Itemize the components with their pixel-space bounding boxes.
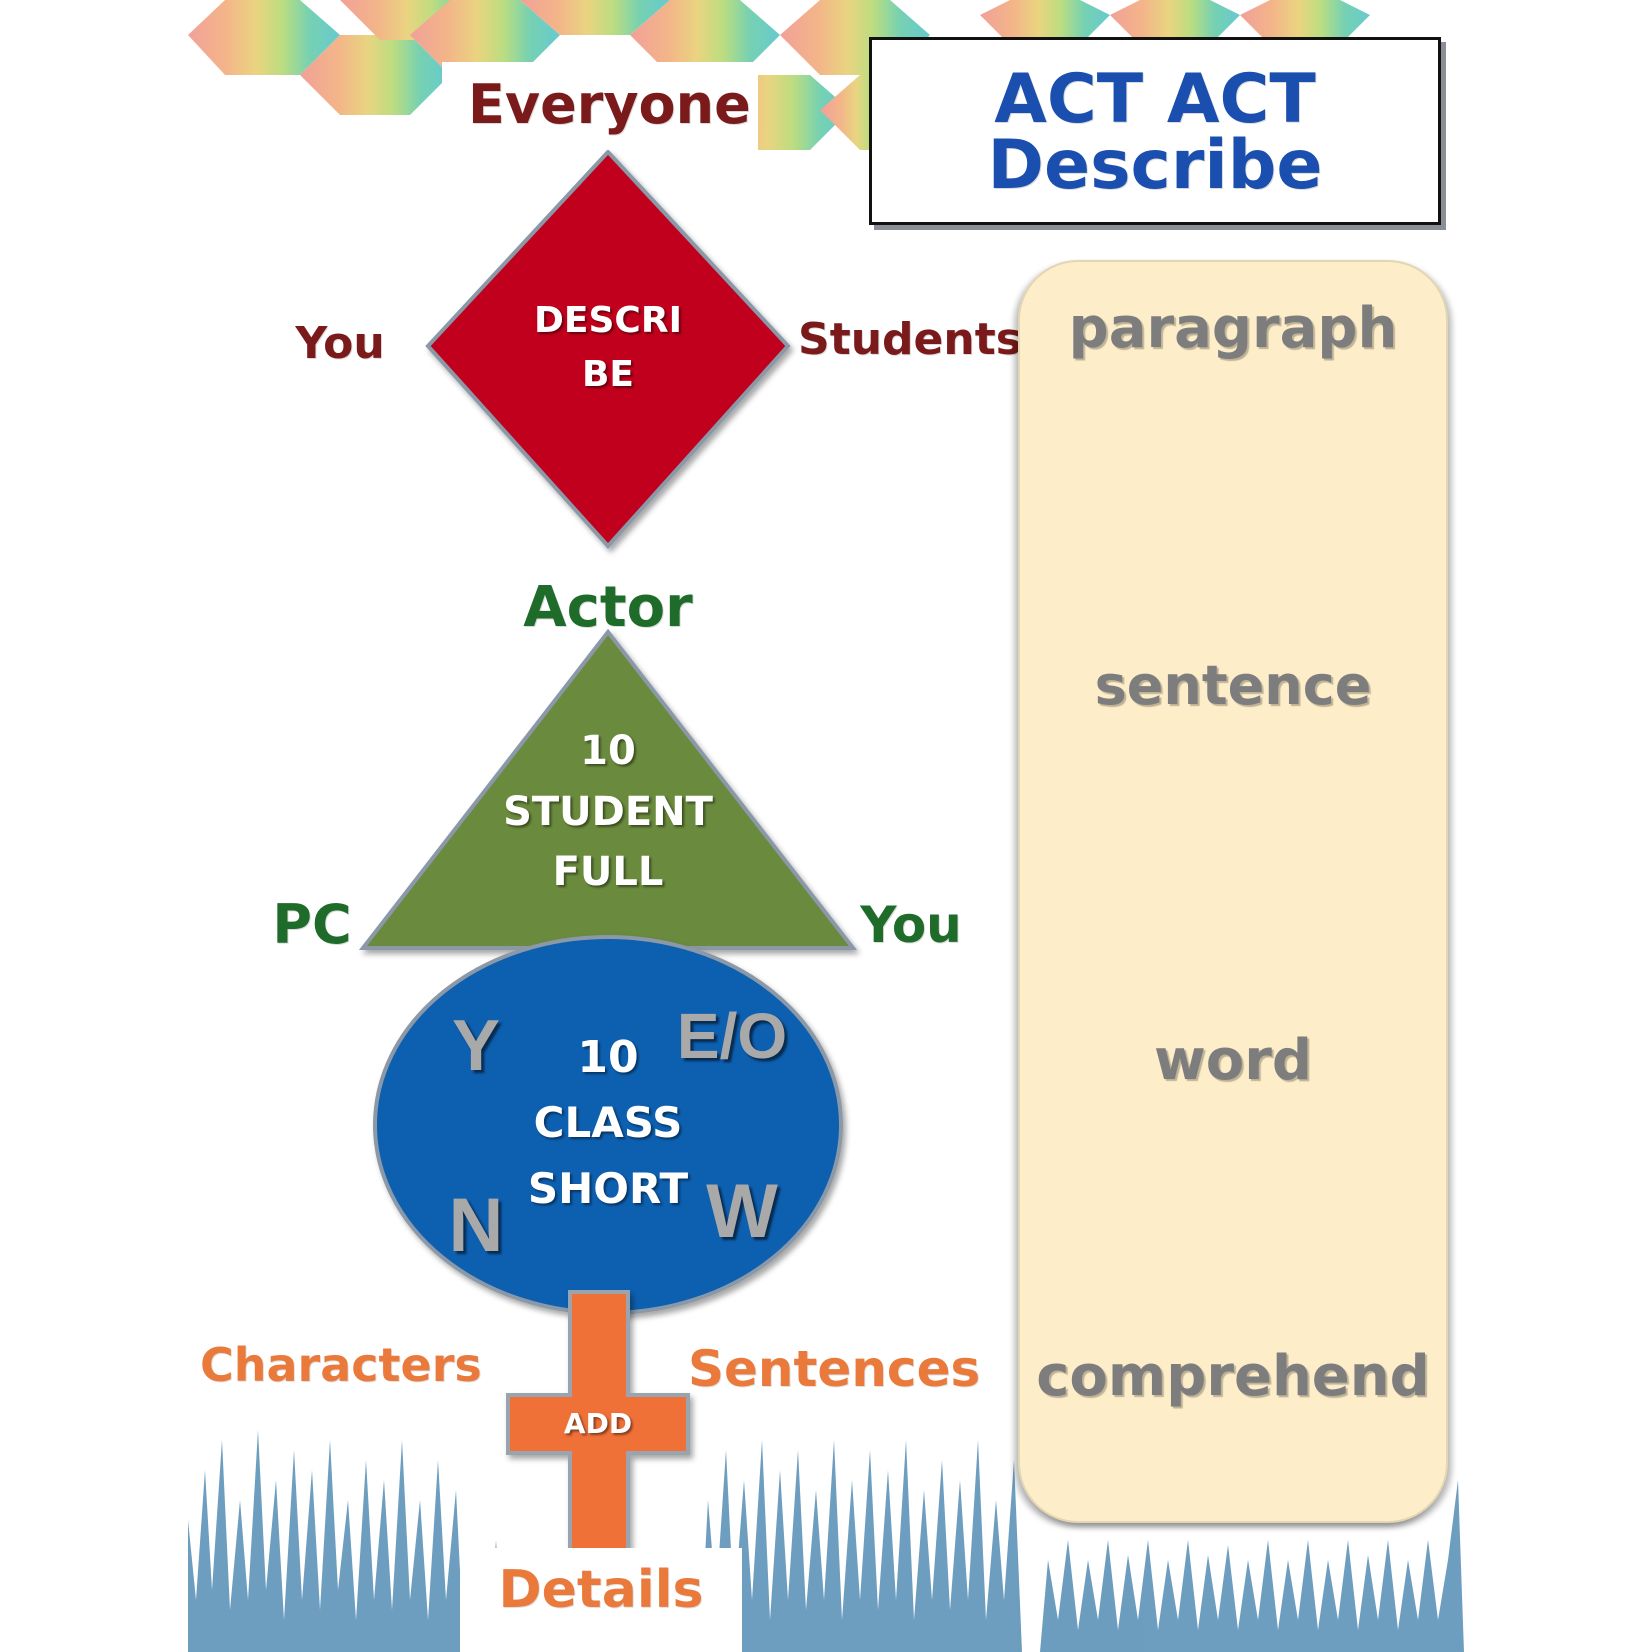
diamond-text-line-2: BE <box>581 354 635 395</box>
sentences-label: Sentences <box>688 1340 981 1398</box>
circle-text-line-2: CLASS <box>533 1098 683 1147</box>
everyone-label: Everyone <box>468 73 751 136</box>
grass-decoration <box>188 1430 1464 1652</box>
actor-label: Actor <box>523 575 693 640</box>
describe-diamond <box>425 149 791 549</box>
title-line-2: Describe <box>987 126 1323 205</box>
circle-text-line-1: 10 <box>577 1032 639 1083</box>
vocabulary-panel: paragraph sentence word comprehend <box>1018 260 1448 1523</box>
add-label: ADD <box>563 1407 633 1440</box>
circle-letter-n: N <box>448 1183 504 1268</box>
everyone-label-backing <box>442 62 758 150</box>
diamond-text-line-1: DESCRI <box>534 300 682 341</box>
triangle-text-line-1: 10 <box>580 728 636 774</box>
pc-label: PC <box>272 893 352 956</box>
panel-word-word: word <box>1154 1028 1312 1093</box>
panel-word-comprehend: comprehend <box>1036 1344 1430 1409</box>
circle-letter-eo: E/O <box>676 1000 788 1072</box>
panel-word-paragraph: paragraph <box>1068 296 1398 361</box>
you-label-right: You <box>860 896 962 954</box>
title-line-1: ACT ACT <box>994 60 1316 139</box>
you-label-left: You <box>295 318 385 369</box>
triangle-text-line-3: FULL <box>552 849 664 895</box>
circle-letter-w: W <box>706 1169 778 1254</box>
details-label: Details <box>498 1560 704 1620</box>
triangle-text-line-2: STUDENT <box>503 789 713 835</box>
title-box: ACT ACT Describe <box>869 37 1441 225</box>
students-label: Students <box>798 314 1022 365</box>
circle-letter-y: Y <box>451 1006 501 1086</box>
circle-text-line-3: SHORT <box>527 1164 689 1213</box>
details-label-backing <box>460 1548 742 1652</box>
characters-label: Characters <box>200 1338 482 1392</box>
panel-word-sentence: sentence <box>1094 654 1372 717</box>
